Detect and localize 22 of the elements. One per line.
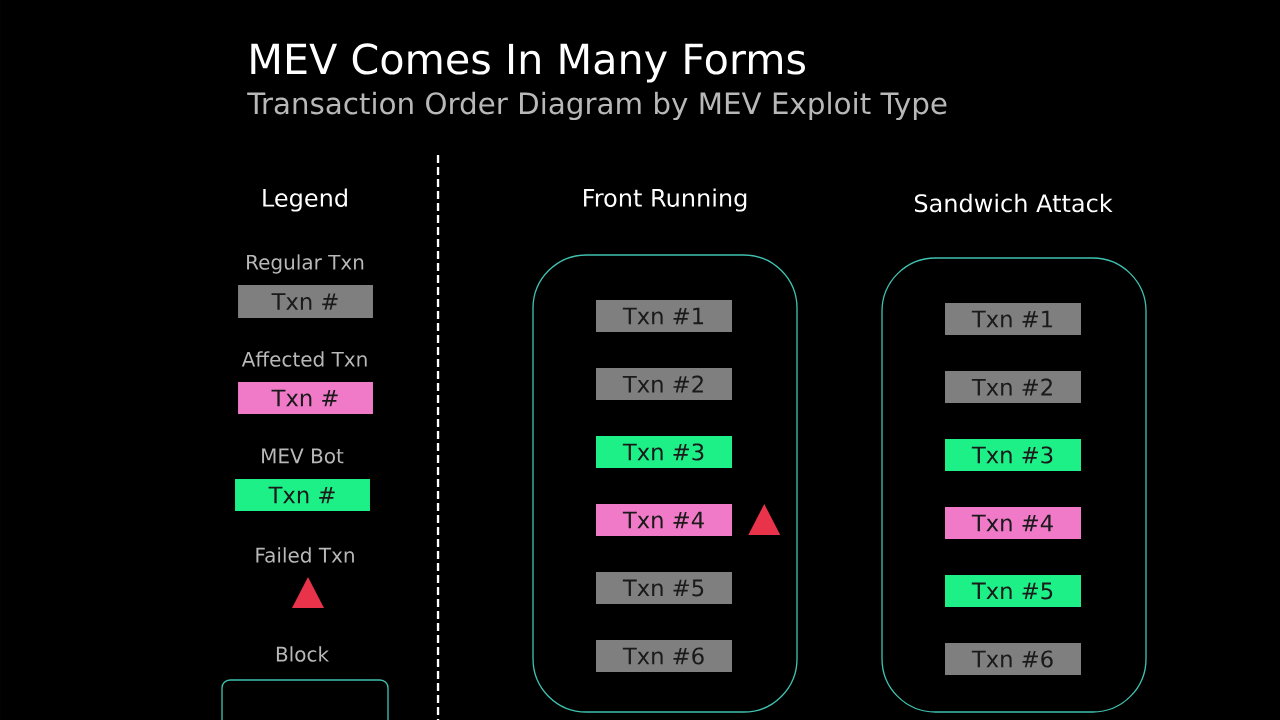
legend-heading: Legend bbox=[263, 188, 347, 212]
transaction-box: Txn #3 bbox=[596, 436, 732, 468]
transaction-box: Txn #1 bbox=[945, 303, 1081, 335]
transaction-box: Txn #5 bbox=[596, 572, 732, 604]
legend-label: Regular Txn bbox=[247, 254, 364, 274]
transaction-box: Txn #2 bbox=[596, 368, 732, 400]
transaction-box: Txn #3 bbox=[945, 439, 1081, 471]
legend-label: Affected Txn bbox=[241, 351, 367, 367]
block-heading: Sandwich Attack bbox=[914, 193, 1113, 213]
transaction-box: Txn #5 bbox=[945, 575, 1081, 607]
transaction-box: Txn #4 bbox=[945, 507, 1081, 539]
title: MEV Comes In Many Forms bbox=[251, 43, 805, 83]
legend-label: Block bbox=[276, 646, 329, 662]
subtitle: Transaction Order Diagram by MEV Exploit Type bbox=[247, 91, 947, 121]
transaction-box: Txn #6 bbox=[596, 640, 732, 672]
legend-label: MEV Bot bbox=[262, 448, 344, 464]
transaction-box: Txn #6 bbox=[945, 643, 1081, 675]
legend-label: Failed Txn bbox=[256, 547, 354, 563]
transaction-box: Txn #2 bbox=[945, 371, 1081, 403]
transaction-box: Txn #4 bbox=[596, 504, 732, 536]
transaction-box: Txn #1 bbox=[596, 300, 732, 332]
block-heading: Front Running bbox=[584, 188, 747, 212]
